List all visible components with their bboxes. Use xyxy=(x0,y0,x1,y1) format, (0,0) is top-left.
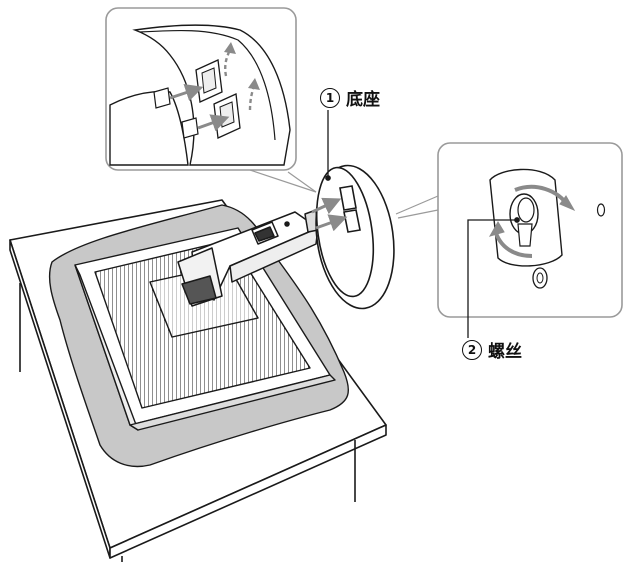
stand-base xyxy=(315,164,395,310)
leader-lines xyxy=(325,110,520,338)
callout-screw-label: 螺丝 xyxy=(488,342,522,362)
callout-base-number: 1 xyxy=(320,87,340,108)
attach-arrows xyxy=(311,197,348,232)
inset-screw-detail xyxy=(395,142,623,318)
monitor-back xyxy=(74,227,336,431)
callout-screw-number: 2 xyxy=(462,339,482,360)
callout-screw: 2 螺丝 xyxy=(462,337,522,362)
inset-base-detail xyxy=(105,7,317,193)
callout-base-label: 底座 xyxy=(346,90,380,110)
callout-base: 1 底座 xyxy=(320,85,380,110)
stand-neck xyxy=(177,209,319,307)
